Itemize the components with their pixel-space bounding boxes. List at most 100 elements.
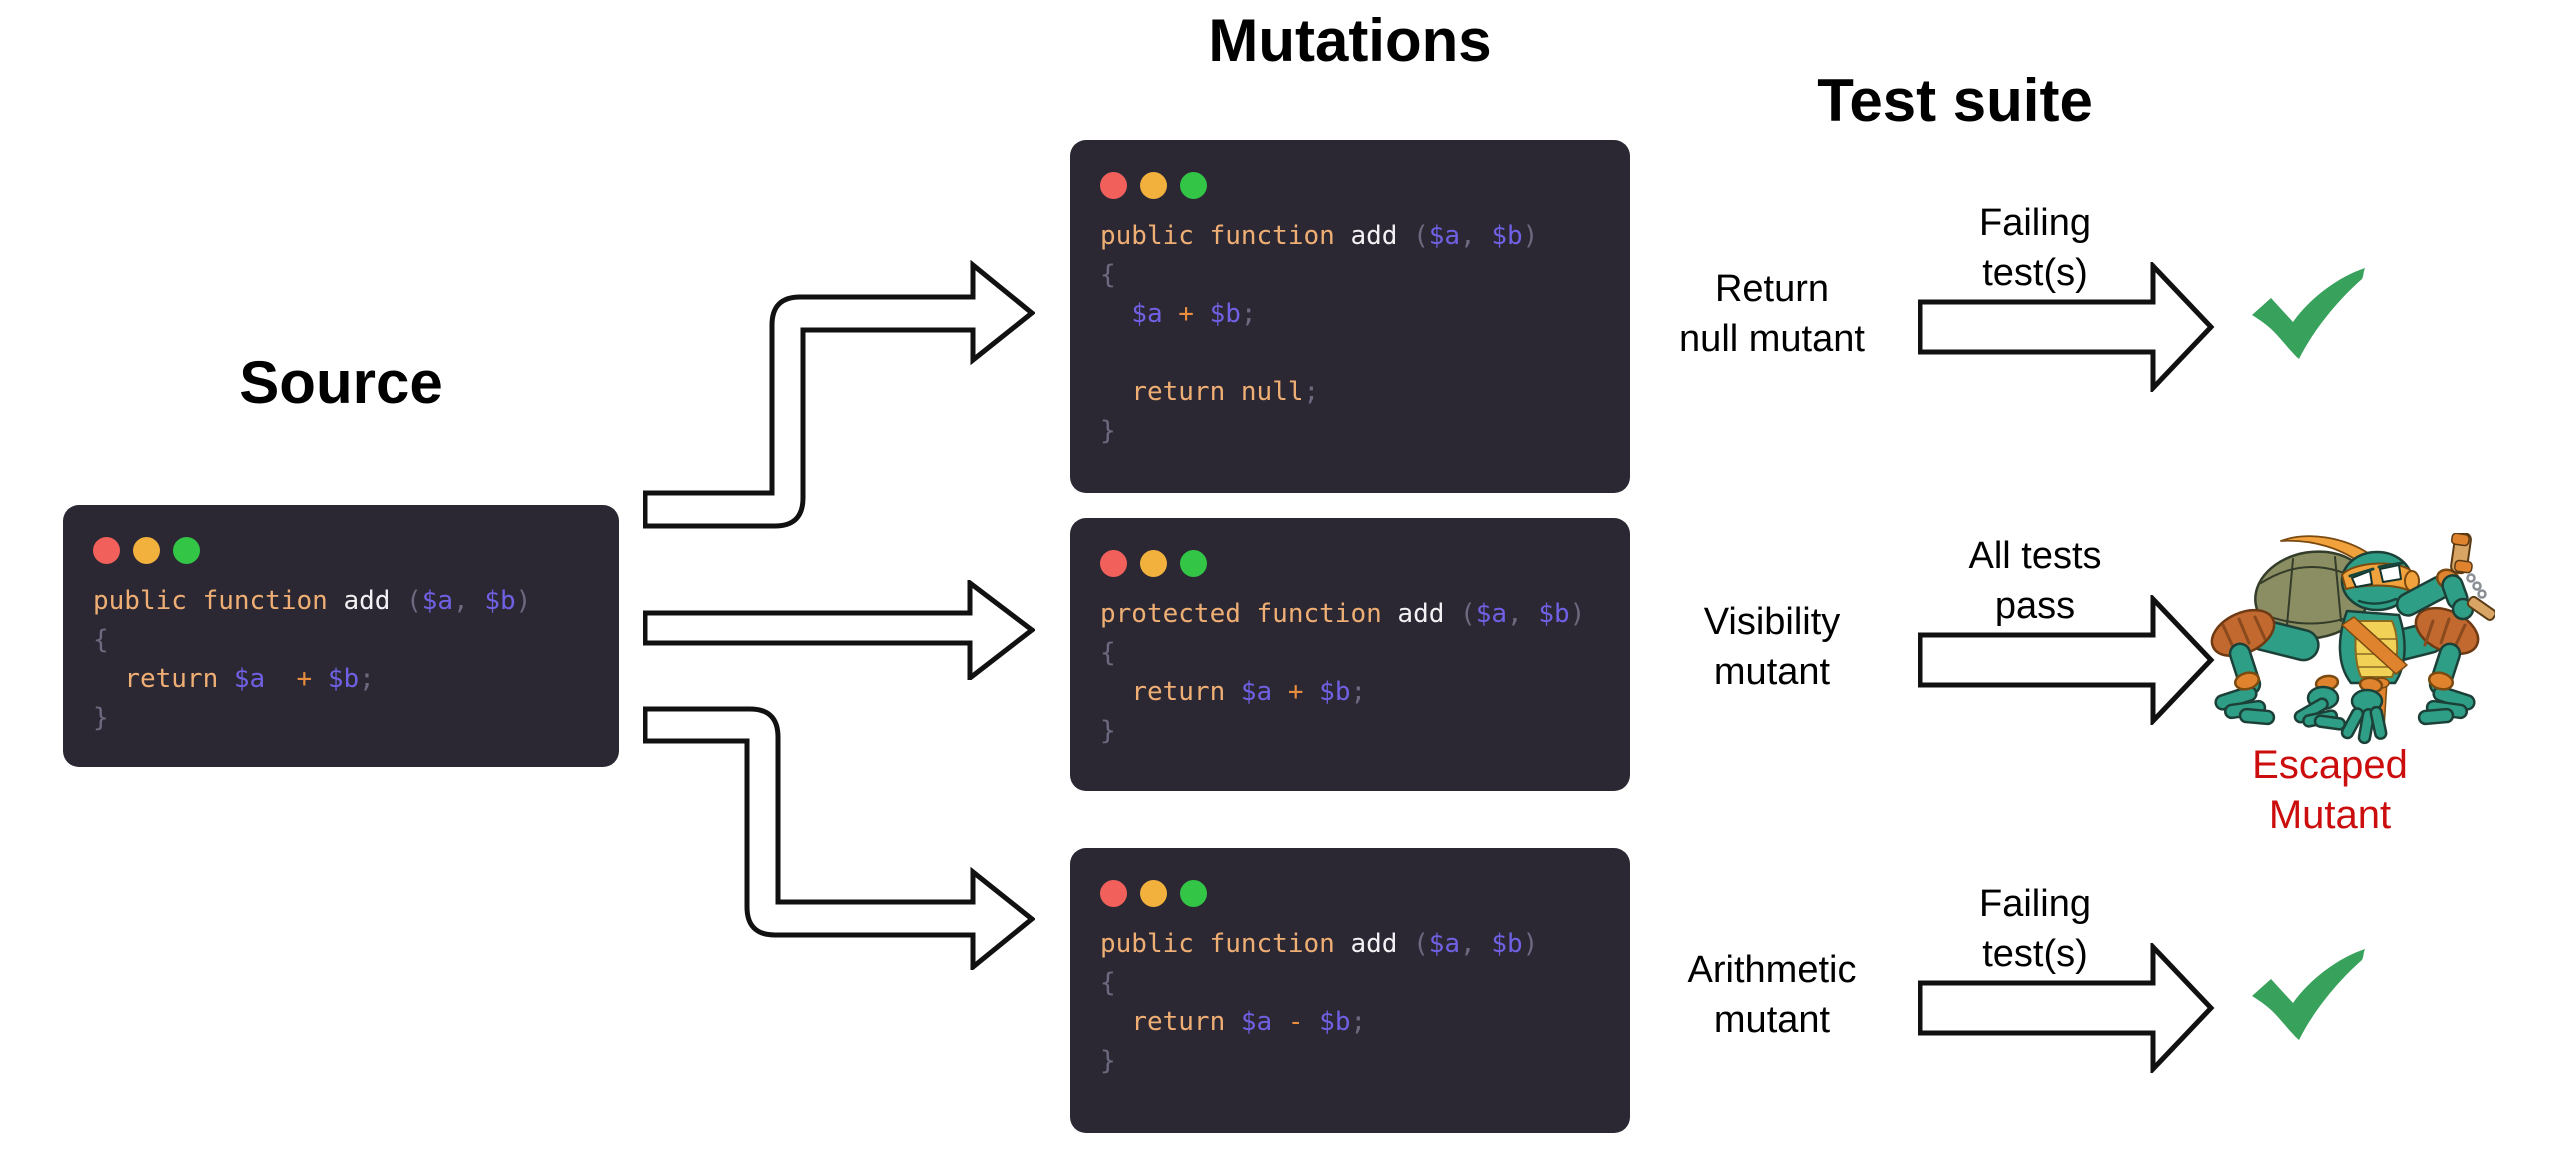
close-dot-icon <box>1100 880 1127 907</box>
code-line: protected function add ($a, $b) <box>1100 595 1600 634</box>
caption-line: Failing <box>1979 202 2091 244</box>
code-token: - <box>1287 1007 1304 1037</box>
test-suite-arrow-icon <box>1918 943 2215 1073</box>
code-token: $a <box>1131 299 1163 329</box>
caption-line: test(s) <box>1982 252 2088 294</box>
test-suite-arrow-icon <box>1918 595 2215 725</box>
close-dot-icon <box>1100 550 1127 577</box>
code-token: $b <box>1209 299 1241 329</box>
code-token <box>312 664 328 694</box>
code-line: public function add ($a, $b) <box>93 582 589 621</box>
code-token <box>1100 338 1116 368</box>
code-line: return $a + $b; <box>1100 673 1600 712</box>
label-line: Return <box>1714 268 1830 310</box>
code-token: return <box>1131 1007 1241 1037</box>
code-token: add <box>1350 929 1414 959</box>
code-token: $a <box>1428 929 1461 959</box>
zoom-dot-icon <box>1180 172 1207 199</box>
failing-tests-caption-1: Failing test(s) <box>1885 198 2185 298</box>
code-token: public function <box>1100 221 1351 251</box>
code-token <box>1100 299 1131 329</box>
mutant-killed-check-icon <box>2252 949 2365 1040</box>
code-line: { <box>1100 256 1600 295</box>
code-token <box>1163 299 1179 329</box>
source-to-arithmetic-arrow-icon <box>643 706 1035 970</box>
code-token: { <box>1100 968 1116 998</box>
all-tests-pass-caption: All tests pass <box>1885 531 2185 631</box>
source-title: Source <box>239 349 443 416</box>
code-token: ; <box>359 664 375 694</box>
source-to-return-null-arrow-icon <box>643 260 1035 529</box>
source-code-block: public function add ($a, $b){ return $a … <box>93 582 589 738</box>
escaped-line: Escaped <box>2252 743 2408 787</box>
window-controls <box>93 537 589 564</box>
source-to-visibility-arrow-icon <box>643 580 1035 680</box>
code-token <box>1304 1007 1320 1037</box>
zoom-dot-icon <box>1180 550 1207 577</box>
code-token <box>1100 677 1131 707</box>
code-token: add <box>1350 221 1414 251</box>
code-token: ; <box>1350 677 1367 707</box>
code-token <box>93 664 124 694</box>
escaped-line: Mutant <box>2268 793 2392 837</box>
label-line: mutant <box>1713 651 1831 693</box>
code-token: $b <box>1491 929 1523 959</box>
escaped-mutant-label: Escaped Mutant <box>2180 740 2480 840</box>
code-token: $b <box>484 586 516 616</box>
minimize-dot-icon <box>133 537 160 564</box>
code-token: ; <box>1303 377 1320 407</box>
mutant-killed-check-icon <box>2252 268 2365 359</box>
zoom-dot-icon <box>1180 880 1207 907</box>
close-dot-icon <box>1100 172 1127 199</box>
code-token: ) <box>515 586 532 616</box>
code-token: public function <box>93 586 344 616</box>
code-line: { <box>1100 634 1600 673</box>
code-token: protected function <box>1100 599 1398 629</box>
window-controls <box>1100 172 1600 199</box>
code-token: $a <box>421 586 454 616</box>
code-line: } <box>1100 712 1600 751</box>
mutant-code-block: public function add ($a, $b){ return $a … <box>1100 925 1600 1081</box>
minimize-dot-icon <box>1140 550 1167 577</box>
minimize-dot-icon <box>1140 172 1167 199</box>
code-line: } <box>1100 412 1600 451</box>
code-token: ; <box>1350 1007 1367 1037</box>
code-token: $a <box>1428 221 1461 251</box>
visibility-mutant-label: Visibility mutant <box>1602 597 1942 697</box>
code-token: return <box>124 664 234 694</box>
label-line: null mutant <box>1679 318 1865 360</box>
code-token: $a <box>1240 1007 1273 1037</box>
mutations-title: Mutations <box>1208 7 1492 74</box>
code-token: ) <box>1522 929 1539 959</box>
label-line: mutant <box>1713 999 1831 1041</box>
code-line: public function add ($a, $b) <box>1100 217 1600 256</box>
mutant-code-block: public function add ($a, $b){ $a + $b; r… <box>1100 217 1600 451</box>
arithmetic-mutant-label: Arithmetic mutant <box>1602 945 1942 1045</box>
caption-line: test(s) <box>1982 933 2088 975</box>
code-token: add <box>343 586 407 616</box>
code-line <box>1100 334 1600 373</box>
code-line: $a + $b; <box>1100 295 1600 334</box>
mutant-code-block: protected function add ($a, $b){ return … <box>1100 595 1600 751</box>
visibility-mutant-window: protected function add ($a, $b){ return … <box>1070 518 1630 791</box>
failing-tests-caption-2: Failing test(s) <box>1885 879 2185 979</box>
code-token: $b <box>1319 1007 1351 1037</box>
code-token: { <box>93 625 109 655</box>
code-token: , <box>1460 221 1492 251</box>
caption-line: Failing <box>1979 883 2091 925</box>
code-token: $b <box>1538 599 1570 629</box>
code-token: } <box>93 703 109 733</box>
code-token: } <box>1100 1046 1116 1076</box>
code-token: ( <box>1413 929 1429 959</box>
code-token: , <box>1460 929 1492 959</box>
label-line: Arithmetic <box>1687 949 1857 991</box>
code-token: $b <box>1491 221 1523 251</box>
test-suite-title: Test suite <box>1817 67 2093 134</box>
source-code-window: public function add ($a, $b){ return $a … <box>63 505 619 767</box>
code-line: return null; <box>1100 373 1600 412</box>
code-line: { <box>93 621 589 660</box>
code-token: , <box>453 586 485 616</box>
code-token: ) <box>1569 599 1586 629</box>
code-token: return null <box>1131 377 1304 407</box>
code-token <box>1304 677 1320 707</box>
